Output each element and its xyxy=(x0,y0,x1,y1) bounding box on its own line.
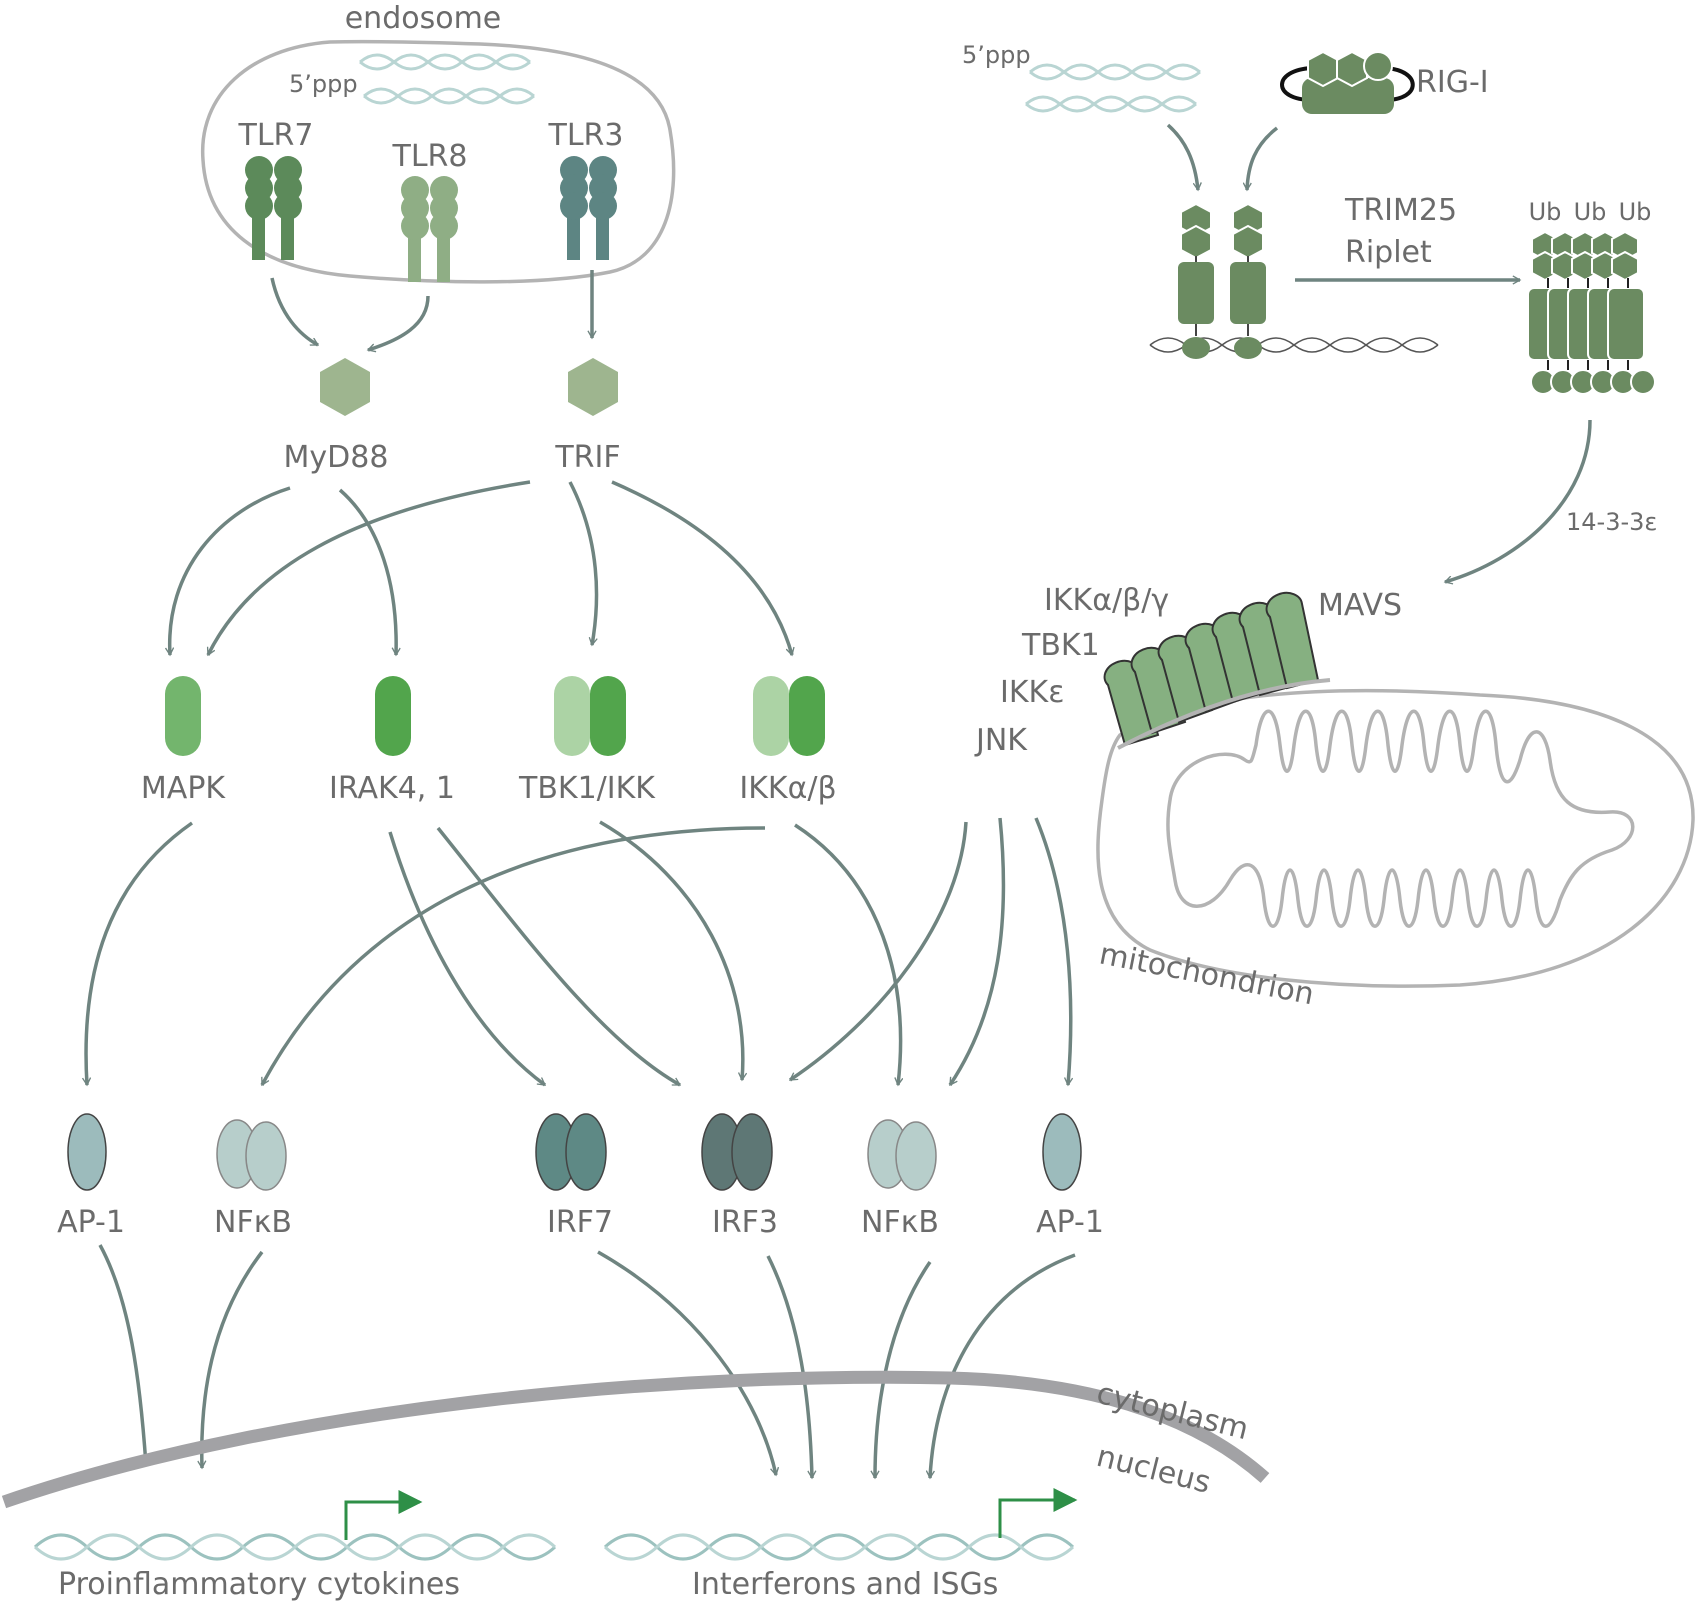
mavs-kinase-ikke: IKKε xyxy=(1000,675,1064,710)
nfkb-right-shape xyxy=(895,1121,937,1191)
ikkab-shape-light xyxy=(753,676,789,756)
mavs-kinase-jnk: JNK xyxy=(974,723,1028,758)
rigi-ubiquitinated-oligomer: Ub Ub Ub xyxy=(1527,198,1656,395)
nfkb-left-label: NFκB xyxy=(214,1205,292,1240)
trim25-label: TRIM25 xyxy=(1344,193,1457,228)
ub-label-2: Ub xyxy=(1574,198,1607,226)
tlr7-label: TLR7 xyxy=(238,118,314,153)
nucleus-label: nucleus xyxy=(1093,1439,1214,1501)
tss-arrow-left xyxy=(344,1490,423,1540)
myd88-adaptor: MyD88 xyxy=(284,358,389,475)
myd88-label: MyD88 xyxy=(284,440,389,475)
endosome-label: endosome xyxy=(345,1,502,36)
rigi-branch: 5’ppp RIG-I xyxy=(962,41,1657,582)
nfkb-right-label: NFκB xyxy=(861,1205,939,1240)
ap1-left-shape xyxy=(67,1113,107,1191)
tss-arrow-right xyxy=(998,1488,1078,1538)
endosome: endosome 5’ppp TLR7 TLR8 xyxy=(201,1,676,284)
nuclear-envelope: cytoplasm nucleus xyxy=(1,1370,1270,1509)
tbk1-ikk-kinase: TBK1/IKK xyxy=(518,676,656,806)
rigi-inactive: RIG-I xyxy=(1280,50,1489,114)
ub-label-1: Ub xyxy=(1529,198,1562,226)
mavs-to-tf-arrows xyxy=(790,817,1071,1085)
gene-right: Interferons and ISGs xyxy=(603,1488,1078,1602)
ap1-right-label: AP-1 xyxy=(1036,1205,1104,1240)
mitochondrion-outer-membrane xyxy=(1096,688,1695,988)
tlr3-receptor: TLR3 xyxy=(548,118,624,260)
ap1-right-tf: AP-1 xyxy=(1036,1113,1104,1240)
irf3-label: IRF3 xyxy=(712,1205,778,1240)
mapk-kinase: MAPK xyxy=(141,676,226,806)
adaptor-to-kinase-arrows xyxy=(170,480,792,655)
tlr8-label: TLR8 xyxy=(392,139,468,174)
ikkab-shape-dark xyxy=(789,676,825,756)
mavs-kinase-tbk1: TBK1 xyxy=(1021,628,1100,663)
ikkab-label: IKKα/β xyxy=(739,771,836,806)
mitochondrion: mitochondrion MAVS IKKα/β/γ TBK1 IKKε JN… xyxy=(974,583,1695,1012)
tlr-to-adaptor-arrows xyxy=(270,270,592,350)
output-left-label: Proinflammatory cytokines xyxy=(58,1567,460,1602)
trif-hexagon xyxy=(568,358,618,416)
ub-label-3: Ub xyxy=(1619,198,1652,226)
endosomal-rna xyxy=(359,53,535,105)
trif-label: TRIF xyxy=(554,440,620,475)
gene-left: Proinflammatory cytokines xyxy=(33,1490,557,1602)
rigi-bound-dimer xyxy=(1149,202,1439,359)
ikkab-kinase: IKKα/β xyxy=(739,676,837,806)
rna-5ppp-endosome: 5’ppp xyxy=(289,70,358,98)
myd88-hexagon xyxy=(320,358,370,416)
irak-shape xyxy=(375,676,411,756)
14-3-3e-label: 14-3-3ε xyxy=(1566,508,1657,536)
tlr3-label: TLR3 xyxy=(548,118,624,153)
mitochondrion-label: mitochondrion xyxy=(1096,936,1316,1012)
trif-adaptor: TRIF xyxy=(554,358,621,475)
tbk1-ikk-shape-dark xyxy=(590,676,626,756)
mavs-label: MAVS xyxy=(1318,588,1402,623)
irf7-tf: IRF7 xyxy=(535,1113,613,1240)
nfkb-left-shape xyxy=(245,1121,287,1191)
cytoplasm-label: cytoplasm xyxy=(1093,1376,1252,1447)
irf3-tf: IRF3 xyxy=(701,1113,778,1240)
ap1-right-shape xyxy=(1042,1113,1082,1191)
mitochondrion-cristae xyxy=(1166,709,1635,928)
mapk-label: MAPK xyxy=(141,771,226,806)
tbk1-ikk-label: TBK1/IKK xyxy=(518,771,656,806)
irak-kinase: IRAK4, 1 xyxy=(329,676,455,806)
mapk-shape xyxy=(165,676,201,756)
kinase-to-tf-arrows xyxy=(86,820,901,1087)
irak-label: IRAK4, 1 xyxy=(329,771,455,806)
nfkb-right-tf: NFκB xyxy=(861,1119,939,1240)
ap1-left-label: AP-1 xyxy=(57,1205,125,1240)
output-right-label: Interferons and ISGs xyxy=(692,1567,998,1602)
endosome-membrane xyxy=(201,39,676,284)
ap1-left-tf: AP-1 xyxy=(57,1113,125,1240)
irf3-shape xyxy=(731,1113,773,1191)
rna-5ppp-cytosol: 5’ppp xyxy=(962,41,1031,69)
tbk1-ikk-shape-light xyxy=(554,676,590,756)
irf7-label: IRF7 xyxy=(547,1205,613,1240)
rigi-label: RIG-I xyxy=(1416,65,1489,100)
nuclear-membrane xyxy=(1,1370,1270,1509)
riplet-label: Riplet xyxy=(1345,235,1432,270)
cytosolic-rna xyxy=(1025,63,1201,113)
mavs-kinase-ikkabg: IKKα/β/γ xyxy=(1044,583,1169,618)
tlr7-receptor: TLR7 xyxy=(238,118,314,260)
tlr8-receptor: TLR8 xyxy=(392,139,468,282)
mavs-filament xyxy=(1103,591,1320,747)
nfkb-left-tf: NFκB xyxy=(214,1119,292,1240)
irf7-shape xyxy=(565,1113,607,1191)
